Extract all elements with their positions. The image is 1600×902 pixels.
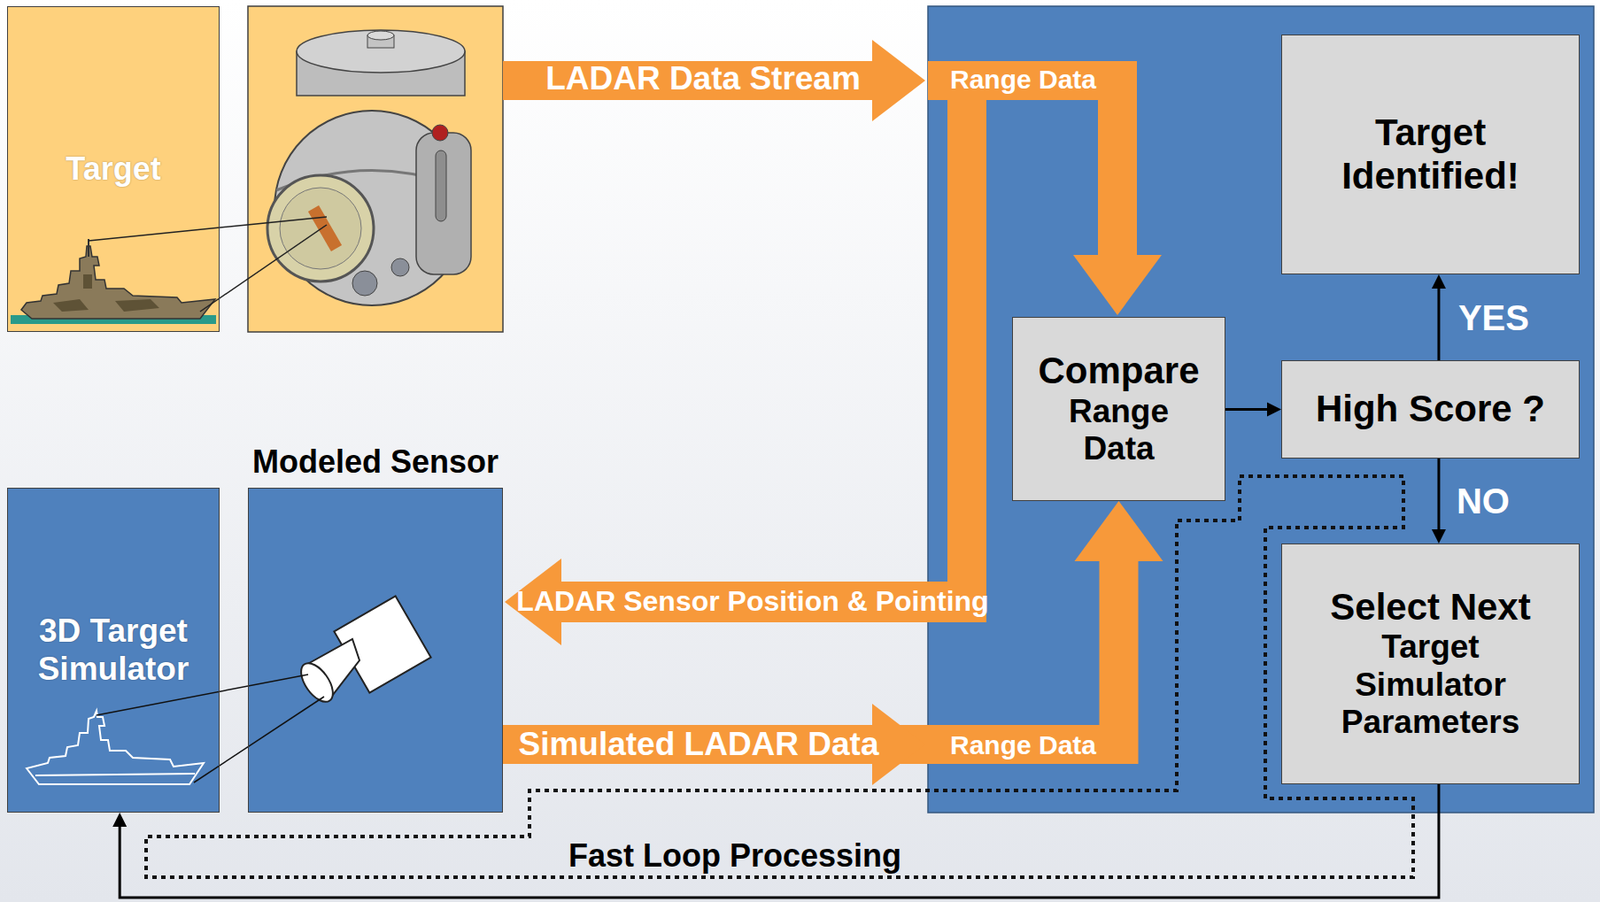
range-data-band bbox=[1097, 61, 1137, 257]
stream-label: LADAR Data Stream bbox=[545, 61, 861, 98]
flow-arrow bbox=[1225, 402, 1282, 418]
sensor-model-box: Modeled Sensor bbox=[247, 487, 503, 813]
node-title: Modeled Sensor bbox=[252, 443, 499, 480]
stream-label: LADAR Sensor Position & Pointing bbox=[516, 586, 989, 618]
data-label: Range Data bbox=[950, 730, 1097, 760]
target-fill bbox=[7, 6, 220, 333]
gimbal-optic bbox=[308, 205, 342, 252]
connector-line bbox=[1437, 458, 1440, 532]
node-text: Range Data bbox=[1052, 393, 1186, 469]
arrow-head bbox=[112, 812, 127, 828]
node-title: 3D Target Simulator bbox=[24, 612, 202, 688]
connector-line bbox=[502, 559, 1120, 745]
data-stream-head bbox=[872, 39, 926, 122]
connector-line bbox=[119, 784, 1439, 898]
fast-loop bbox=[146, 476, 1414, 878]
gimbal-slot bbox=[435, 150, 447, 222]
edge-label: YES bbox=[1458, 298, 1530, 338]
edge-label: Simulated LADAR Data bbox=[517, 726, 879, 764]
target-box: Target bbox=[7, 6, 220, 333]
node-title: High Score ? bbox=[1315, 387, 1546, 431]
label-anchor: Range Data bbox=[950, 64, 1097, 94]
edge-label: NO bbox=[1456, 481, 1510, 521]
label-anchor: Simulated LADAR Data bbox=[517, 726, 879, 764]
node-title: Target bbox=[65, 150, 161, 187]
process-box: CompareRange Data bbox=[1012, 316, 1226, 502]
gimbal-knob-top bbox=[367, 30, 395, 40]
simulated-ship bbox=[26, 711, 204, 785]
label-anchor: LADAR Data Stream bbox=[545, 61, 861, 98]
gimbal-side bbox=[416, 132, 472, 275]
flow-arrow bbox=[1431, 274, 1446, 361]
label-anchor: LADAR Sensor Position & Pointing bbox=[516, 586, 989, 618]
process-box: Select NextTarget Simulator Parameters bbox=[1281, 543, 1580, 785]
sensor-model-fill bbox=[247, 487, 503, 813]
loop-label: Fast Loop Processing bbox=[568, 838, 902, 874]
node-text: Target Simulator Parameters bbox=[1337, 628, 1524, 743]
simulator-box: 3D Target Simulator bbox=[7, 487, 220, 813]
gimbal-indicator bbox=[432, 124, 449, 141]
gimbal-lens bbox=[391, 258, 410, 277]
arrow-head bbox=[1431, 529, 1446, 544]
flow-arrow bbox=[112, 784, 1439, 898]
sensor-panel bbox=[247, 6, 503, 333]
arrow-head bbox=[1267, 402, 1282, 418]
sight-line bbox=[88, 216, 327, 241]
label-anchor: Fast Loop Processing bbox=[568, 838, 902, 874]
camera-lens bbox=[294, 657, 340, 708]
arrow-head bbox=[1431, 274, 1446, 289]
ship-mast bbox=[87, 239, 90, 257]
ship-silhouette bbox=[21, 246, 216, 319]
result-box: Target Identified! bbox=[1281, 34, 1580, 275]
connector-line bbox=[1225, 408, 1269, 411]
label-anchor: NO bbox=[1456, 481, 1510, 521]
data-stream-band bbox=[502, 61, 873, 101]
gimbal-top bbox=[296, 30, 465, 73]
arrow-head bbox=[872, 703, 926, 786]
node-title: Compare bbox=[1037, 349, 1199, 393]
flow-arrow bbox=[1431, 458, 1446, 544]
simulator-fill bbox=[7, 487, 220, 813]
data-label: Range Data bbox=[950, 64, 1097, 94]
label-anchor: Range Data bbox=[950, 730, 1097, 760]
label-anchor: YES bbox=[1458, 298, 1530, 338]
connector-line bbox=[1437, 286, 1440, 361]
gimbal-lens bbox=[352, 270, 378, 296]
node-title: Select Next bbox=[1329, 586, 1531, 629]
data-flow-arrow bbox=[502, 501, 1164, 786]
arrow-head bbox=[1074, 501, 1164, 562]
ship-camouflage bbox=[53, 274, 160, 312]
node-title: Target Identified! bbox=[1320, 111, 1542, 198]
decision-box: High Score ? bbox=[1281, 360, 1580, 459]
pointing-band bbox=[947, 61, 987, 623]
view-line bbox=[193, 696, 325, 783]
processing-panel bbox=[927, 6, 1594, 813]
range-data-head bbox=[1073, 255, 1162, 316]
